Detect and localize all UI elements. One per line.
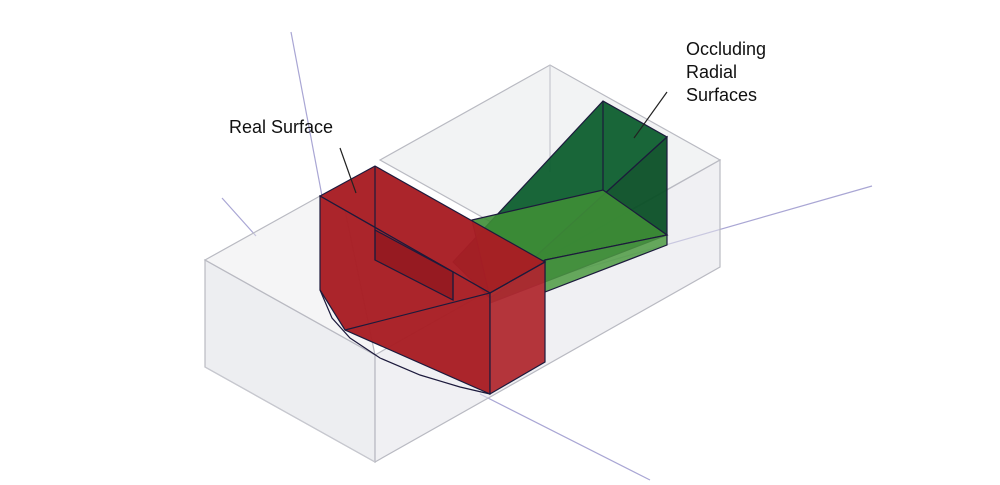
occluding-label-line-1: Occluding (686, 39, 767, 59)
real-surface-bottom-curve (319, 289, 491, 395)
ray-top (290, 31, 323, 197)
real-surface-cut-lines (344, 261, 546, 331)
ray-bottom (479, 393, 651, 481)
leader-lines (339, 91, 668, 194)
real-surface-left-face (319, 194, 491, 395)
room-box-inner-edge (204, 366, 376, 463)
occluding-radial-surfaces-label: Occluding Radial Surfaces (686, 38, 766, 107)
real-surface-label: Real Surface (229, 117, 334, 137)
leader-real-surface (339, 147, 357, 194)
ray-left (221, 197, 257, 237)
leader-occluding-surfaces (633, 91, 668, 139)
occluding-label-line-3: Surfaces (686, 85, 758, 105)
real-surface (318, 165, 547, 396)
occluding-label-line-2: Radial (686, 62, 738, 82)
